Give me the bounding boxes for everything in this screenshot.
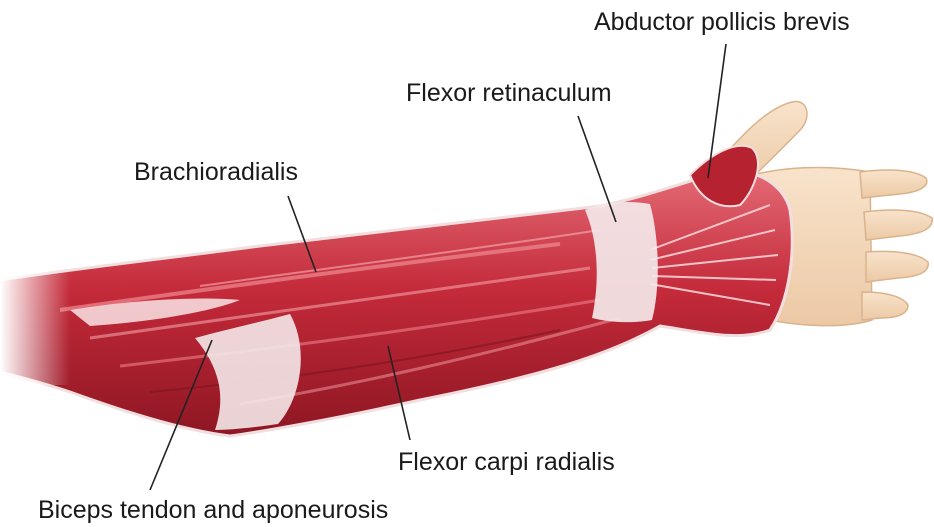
finger-middle xyxy=(864,210,932,240)
finger-little xyxy=(862,292,908,320)
label-flexor-retinaculum: Flexor retinaculum xyxy=(406,81,612,106)
label-abductor-pollicis-brevis: Abductor pollicis brevis xyxy=(594,10,850,35)
forearm-muscles xyxy=(0,146,792,436)
label-flexor-carpi-radialis: Flexor carpi radialis xyxy=(398,450,615,475)
finger-ring xyxy=(866,251,928,282)
label-biceps-tendon: Biceps tendon and aponeurosis xyxy=(38,498,388,523)
finger-index xyxy=(860,170,927,198)
label-brachioradialis: Brachioradialis xyxy=(134,160,298,185)
